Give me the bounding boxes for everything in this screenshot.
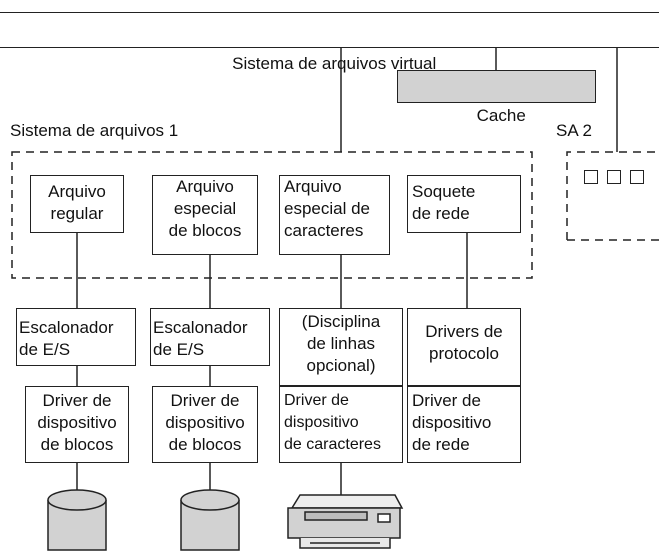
char-special-file-box: Arquivo especial de caracteres <box>279 175 390 255</box>
fs1-label: Sistema de arquivos 1 <box>10 121 179 140</box>
virtual-file-system-box: Sistema de arquivos virtual <box>0 12 659 73</box>
fs2-region <box>566 151 659 241</box>
fs2-square <box>630 170 644 184</box>
disk-icon <box>47 489 107 551</box>
io-scheduler-box: Escalonador de E/S <box>150 308 270 366</box>
network-socket-box: Soquete de rede <box>407 175 521 233</box>
virtual-file-system-label: Sistema de arquivos virtual <box>232 54 437 73</box>
printer-icon <box>287 494 404 549</box>
fs1-region <box>11 151 533 279</box>
block-driver-box: Driver de dispositivo de blocos <box>25 386 129 463</box>
char-driver-box: Driver de dispositivo de caracteres <box>279 386 403 463</box>
block-driver-box: Driver de dispositivo de blocos <box>152 386 258 463</box>
regular-file-box: Arquivo regular <box>30 175 124 233</box>
protocol-drivers-box: Drivers de protocolo <box>407 308 521 386</box>
network-driver-box: Driver de dispositivo de rede <box>407 386 521 463</box>
fs2-square <box>607 170 621 184</box>
block-special-file-box: Arquivo especial de blocos <box>152 175 258 255</box>
cache-box: Cache <box>397 70 596 125</box>
fs2-label: SA 2 <box>556 121 592 140</box>
line-discipline-box: (Disciplina de linhas opcional) <box>279 308 403 386</box>
cache-label: Cache <box>476 106 526 125</box>
fs2-square <box>584 170 598 184</box>
disk-icon <box>180 489 240 551</box>
io-scheduler-box: Escalonador de E/S <box>16 308 136 366</box>
